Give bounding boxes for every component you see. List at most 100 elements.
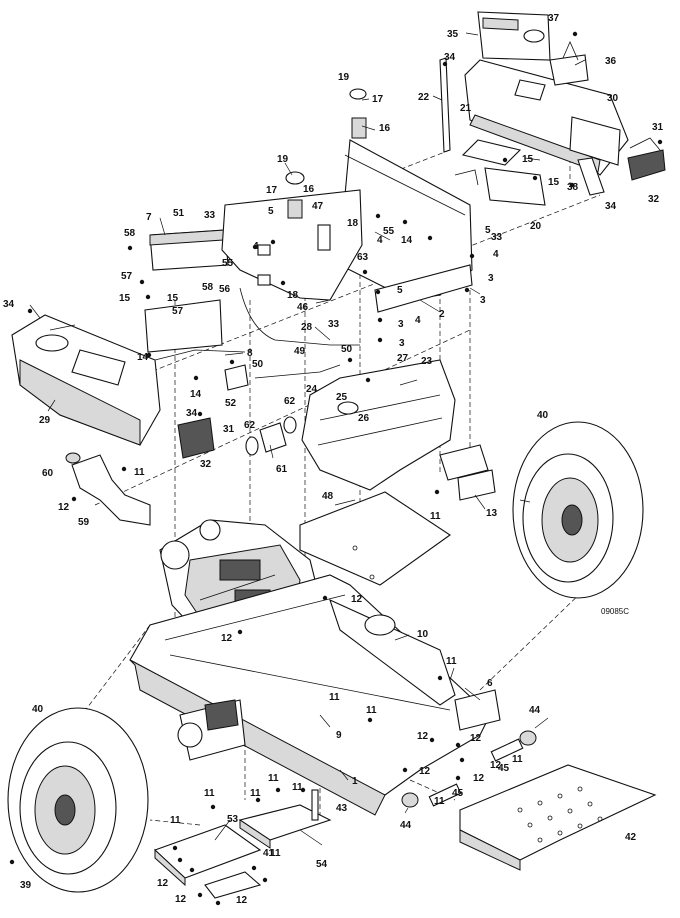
callout-16a: 16: [379, 123, 391, 134]
callout-58b: 58: [202, 282, 214, 293]
left-rear-wheel: [7, 707, 149, 893]
callout-12i: 12: [157, 878, 169, 889]
callout-61: 61: [276, 464, 288, 475]
callout-leaders: [29, 32, 586, 846]
callout-4b: 4: [253, 241, 259, 252]
callout-28: 28: [301, 322, 313, 333]
callout-12j: 12: [175, 894, 187, 905]
callout-44a: 44: [529, 705, 541, 716]
callout-15c: 15: [522, 154, 534, 165]
callout-37: 37: [548, 13, 560, 24]
callout-12b: 12: [221, 633, 233, 644]
callout-31a: 31: [223, 424, 235, 435]
callout-35: 35: [447, 29, 459, 40]
callout-3b: 3: [480, 295, 486, 306]
callout-23: 23: [421, 356, 433, 367]
callout-12k: 12: [236, 895, 248, 906]
callout-19b: 19: [277, 154, 289, 165]
callout-63: 63: [357, 252, 369, 263]
air-intake-assembly: [65, 287, 360, 526]
callout-5b: 5: [485, 225, 491, 236]
callout-10: 10: [417, 629, 429, 640]
callout-30: 30: [607, 93, 619, 104]
upper-frame-assembly: [134, 88, 473, 366]
callout-34a: 34: [3, 299, 15, 310]
callout-22: 22: [418, 92, 430, 103]
callout-62a: 62: [244, 420, 256, 431]
callout-32a: 32: [648, 194, 660, 205]
callout-11d: 11: [329, 692, 340, 703]
fuel-tank: [301, 359, 496, 501]
callout-3a: 3: [488, 273, 494, 284]
engine-mount-plate: [299, 491, 451, 586]
callout-29: 29: [39, 415, 51, 426]
callout-38: 38: [567, 182, 579, 193]
callout-12d: 12: [417, 731, 429, 742]
callout-11b: 11: [134, 467, 145, 478]
callout-15a: 15: [119, 293, 131, 304]
callout-19a: 19: [338, 72, 350, 83]
callout-54: 54: [316, 859, 328, 870]
callout-14c: 14: [401, 235, 413, 246]
callout-33c: 33: [328, 319, 340, 330]
console-assembly: [439, 11, 666, 206]
callout-45b: 45: [452, 788, 464, 799]
callout-26: 26: [358, 413, 370, 424]
callout-12a: 12: [351, 594, 363, 605]
callout-48: 48: [322, 491, 334, 502]
callout-5a: 5: [268, 206, 274, 217]
callout-12h: 12: [473, 773, 485, 784]
callout-11g: 11: [434, 796, 445, 807]
callout-11a: 11: [446, 656, 457, 667]
callout-5c: 5: [397, 285, 403, 296]
callout-12f: 12: [490, 760, 502, 771]
callout-46: 46: [297, 302, 309, 313]
callout-11i: 11: [250, 788, 261, 799]
callout-50a: 50: [252, 359, 264, 370]
callout-33b: 33: [491, 232, 503, 243]
callout-57b: 57: [172, 306, 184, 317]
callout-1: 1: [352, 776, 358, 787]
callout-11l: 11: [170, 815, 181, 826]
callout-32b: 32: [200, 459, 212, 470]
callout-27: 27: [397, 353, 409, 364]
callout-4a: 4: [377, 235, 383, 246]
callout-16b: 16: [303, 184, 315, 195]
callout-11j: 11: [268, 773, 279, 784]
axle-bushings: [401, 730, 537, 808]
callout-14a: 14: [137, 352, 149, 363]
callout-44b: 44: [400, 820, 412, 831]
callout-15b: 15: [167, 293, 179, 304]
callout-21: 21: [460, 103, 472, 114]
callout-12c: 12: [58, 502, 70, 513]
callout-40a: 40: [537, 410, 549, 421]
callout-56: 56: [219, 284, 231, 295]
callout-11e: 11: [366, 705, 377, 716]
callout-43: 43: [336, 803, 348, 814]
callout-11f: 11: [512, 754, 523, 765]
callout-7: 7: [146, 212, 152, 223]
callout-42: 42: [625, 832, 637, 843]
callout-47: 47: [312, 201, 324, 212]
callout-34c: 34: [444, 52, 456, 63]
callout-8: 8: [247, 348, 253, 359]
callout-9: 9: [336, 730, 342, 741]
callout-55a: 55: [222, 258, 234, 269]
callout-6: 6: [487, 678, 493, 689]
callout-11c: 11: [430, 511, 441, 522]
callout-34b: 34: [186, 408, 198, 419]
callout-50b: 50: [341, 344, 353, 355]
callout-20: 20: [530, 221, 542, 232]
callout-52: 52: [225, 398, 237, 409]
callout-11k: 11: [292, 782, 303, 793]
callout-59: 59: [78, 517, 90, 528]
callout-17a: 17: [372, 94, 384, 105]
callout-2: 2: [439, 309, 445, 320]
callout-55b: 55: [383, 226, 395, 237]
main-frame: [129, 574, 501, 816]
fastener-dots: [9, 31, 663, 906]
callout-3c: 3: [398, 319, 404, 330]
callout-labels: 1 2 3 3 3 3 4 4 4 4 5 5 5 6 7 8 9 10 11 …: [3, 13, 664, 906]
